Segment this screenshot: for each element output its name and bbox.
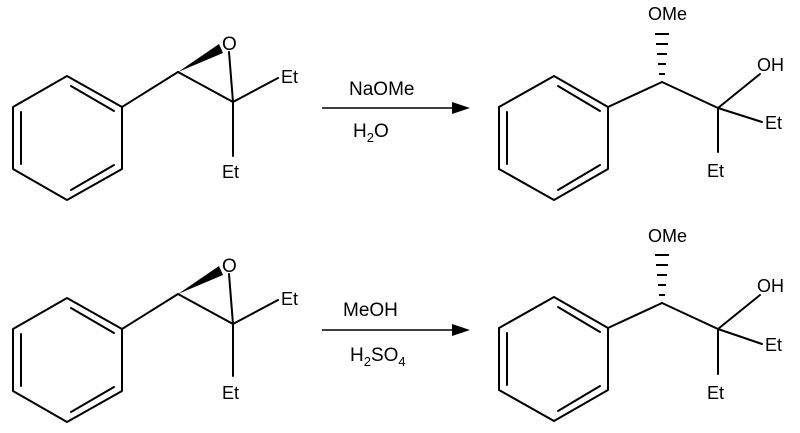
- hashed-bond: [655, 254, 669, 296]
- epoxide-bond: [177, 71, 234, 103]
- epoxide-oxygen-label: O: [222, 256, 237, 277]
- reactant-1-molecule: O Et Et: [12, 34, 298, 201]
- reagent-top-label: NaOMe: [349, 79, 414, 100]
- epoxide-bond: [228, 51, 234, 103]
- reagent-bottom-label: H2O: [353, 121, 389, 145]
- benzene-ring: [12, 75, 123, 201]
- ethyl-bond: [232, 77, 279, 103]
- hydroxyl-bond: [717, 294, 761, 330]
- methoxy-label: OMe: [648, 4, 687, 24]
- benzene-ring: [498, 75, 609, 201]
- product-1-molecule: OMe OH Et Et: [498, 4, 784, 201]
- hashed-bond: [655, 33, 669, 75]
- ethyl-label-top: Et: [281, 289, 298, 309]
- hydroxyl-label: OH: [757, 276, 784, 296]
- reaction-1-arrow: [322, 102, 470, 114]
- reactant-2-molecule: O Et Et: [12, 256, 298, 423]
- wedge-bond: [178, 266, 223, 294]
- benzene-ring: [498, 296, 609, 422]
- hydroxyl-bond: [717, 73, 761, 109]
- reagent-bottom-label: H2SO4: [350, 345, 406, 369]
- aryl-bond: [607, 302, 663, 329]
- aryl-bond: [121, 293, 179, 330]
- ethyl-label-right: Et: [765, 113, 782, 133]
- ethyl-label-bottom: Et: [222, 383, 239, 403]
- epoxide-bond: [177, 293, 234, 325]
- aryl-bond: [607, 81, 663, 108]
- ethyl-label-bottom: Et: [707, 383, 724, 403]
- ethyl-label-right: Et: [765, 335, 782, 355]
- epoxide-bond: [228, 273, 234, 325]
- aryl-bond: [121, 71, 179, 108]
- reagent-top-label: MeOH: [343, 300, 398, 321]
- ethyl-label-top: Et: [281, 67, 298, 87]
- benzene-ring: [12, 297, 123, 423]
- product-2-molecule: OMe OH Et Et: [498, 226, 784, 422]
- ethyl-bond: [717, 107, 763, 123]
- carbon-carbon-bond: [661, 302, 719, 330]
- ethyl-label-bottom: Et: [707, 161, 724, 181]
- hydroxyl-label: OH: [757, 55, 784, 75]
- wedge-bond: [178, 44, 223, 72]
- reaction-2-arrow: [322, 324, 470, 336]
- ethyl-label-bottom: Et: [222, 162, 239, 182]
- carbon-carbon-bond: [661, 81, 719, 109]
- reaction-2: O Et Et MeOH H2SO4: [12, 226, 784, 423]
- epoxide-oxygen-label: O: [222, 34, 237, 55]
- methoxy-label: OMe: [648, 226, 687, 246]
- ethyl-bond: [717, 328, 763, 345]
- ethyl-bond: [232, 299, 279, 325]
- reaction-1: O Et Et NaOMe H2O: [12, 4, 784, 201]
